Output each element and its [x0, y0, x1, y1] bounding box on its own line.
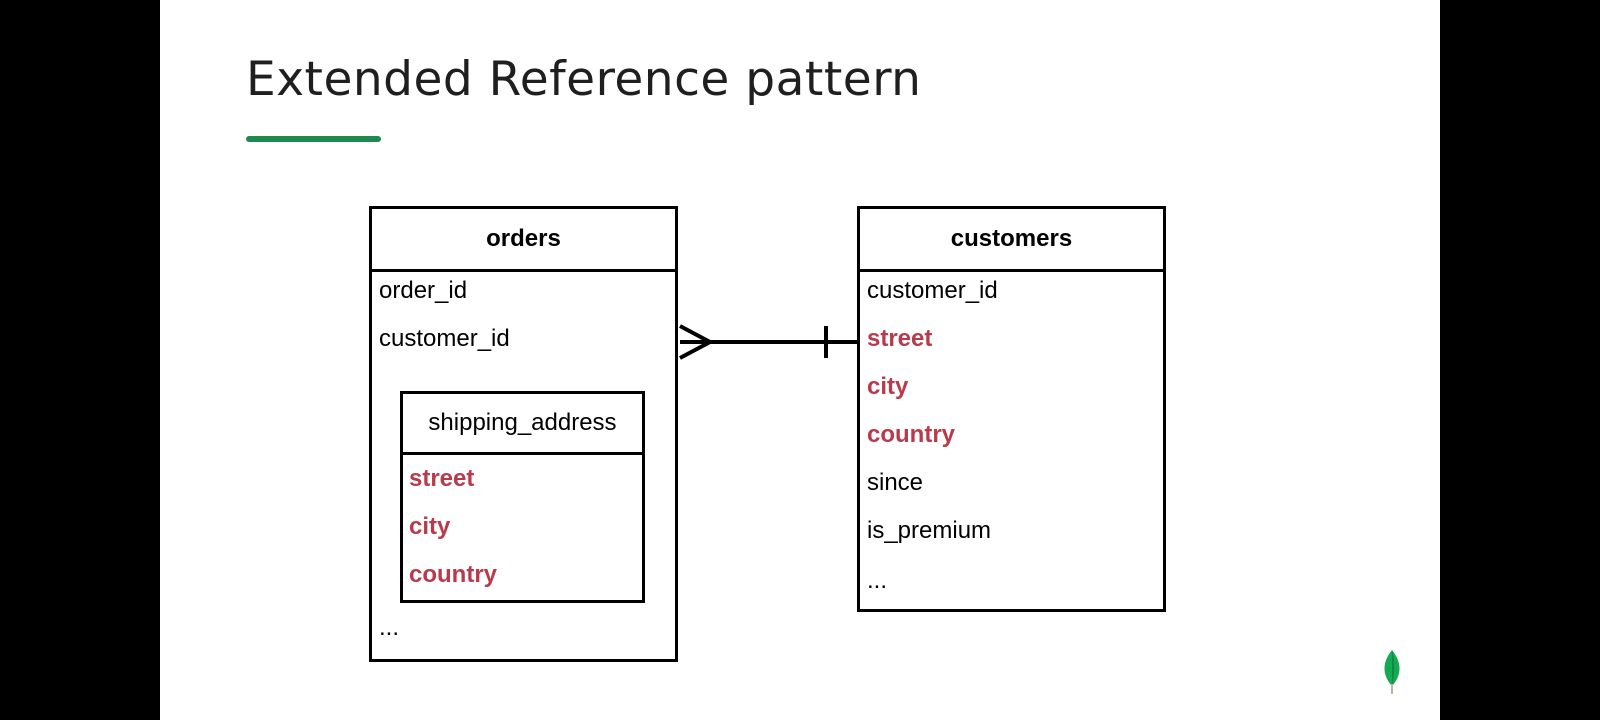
slide-title: Extended Reference pattern [246, 52, 922, 107]
orders-field-order-id: order_id [379, 277, 468, 304]
customers-field-since: since [867, 469, 924, 496]
relationship-connector [679, 324, 860, 360]
mongodb-leaf-icon [1384, 650, 1400, 694]
customers-field-street: street [867, 325, 933, 352]
orders-entity: orders order_id customer_id shipping_add… [369, 206, 678, 662]
customers-field-is-premium: is_premium [867, 517, 992, 544]
customers-entity: customers customer_id street city countr… [857, 206, 1166, 612]
shipping-address-field-street: street [409, 465, 475, 492]
customers-field-country: country [867, 421, 956, 448]
shipping-address-subdocument: shipping_address street city country [400, 391, 645, 603]
shipping-address-header: shipping_address [403, 394, 642, 455]
orders-field-customer-id: customer_id [379, 325, 510, 352]
shipping-address-field-city: city [409, 513, 451, 540]
orders-field-more: ... [379, 614, 400, 641]
customers-field-city: city [867, 373, 909, 400]
shipping-address-field-country: country [409, 561, 498, 588]
title-underline [246, 136, 381, 142]
customers-field-more: ... [867, 567, 888, 594]
orders-entity-header: orders [372, 209, 675, 272]
customers-entity-header: customers [860, 209, 1163, 272]
customers-field-customer-id: customer_id [867, 277, 998, 304]
slide: Extended Reference pattern orders order_… [160, 0, 1440, 720]
